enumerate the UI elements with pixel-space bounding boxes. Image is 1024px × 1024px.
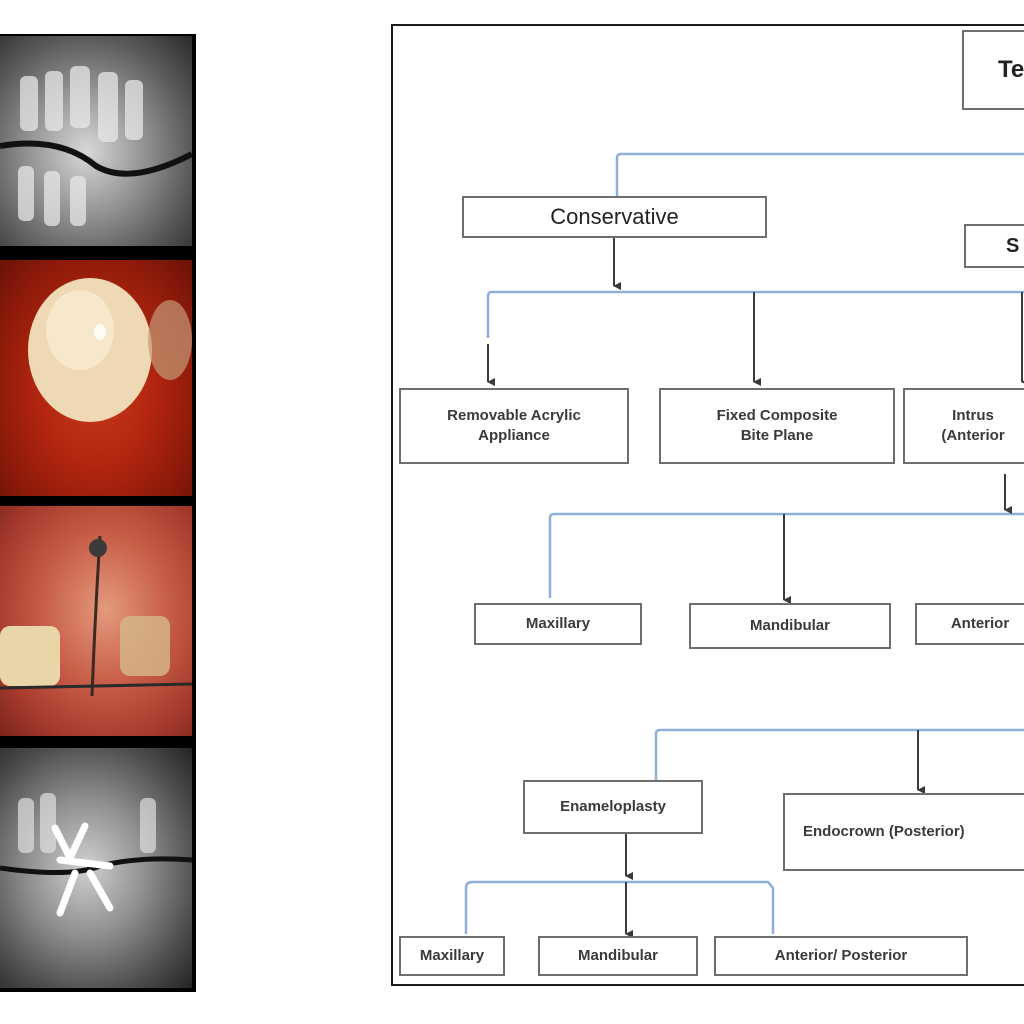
treatment-flowchart: Te Conservative S Removable Acrylic Appl… bbox=[391, 24, 1024, 986]
endocrown-posterior-node: Endocrown (Posterior) bbox=[783, 793, 1024, 871]
flowchart-connectors bbox=[464, 152, 1024, 938]
panoramic-xray-before bbox=[0, 36, 192, 246]
anterior-node-upper: Anterior bbox=[915, 603, 1024, 645]
treatment-node: Te bbox=[962, 30, 1024, 110]
maxillary-node-upper: Maxillary bbox=[474, 603, 642, 645]
clinical-photo-exposed-tooth bbox=[0, 260, 192, 496]
panoramic-xray-after bbox=[0, 748, 192, 988]
intrusion-node: Intrus (Anterior bbox=[903, 388, 1024, 464]
clinical-photo-strip bbox=[0, 34, 196, 992]
enameloplasty-node: Enameloplasty bbox=[523, 780, 703, 834]
mandibular-node-lower: Mandibular bbox=[538, 936, 698, 976]
maxillary-node-lower: Maxillary bbox=[399, 936, 505, 976]
mandibular-node-upper: Mandibular bbox=[689, 603, 891, 649]
anterior-posterior-node: Anterior/ Posterior bbox=[714, 936, 968, 976]
conservative-node: Conservative bbox=[462, 196, 767, 238]
clinical-photo-traction bbox=[0, 506, 192, 736]
fixed-composite-bite-plane-node: Fixed Composite Bite Plane bbox=[659, 388, 895, 464]
surgical-node: S bbox=[964, 224, 1024, 268]
removable-acrylic-appliance-node: Removable Acrylic Appliance bbox=[399, 388, 629, 464]
